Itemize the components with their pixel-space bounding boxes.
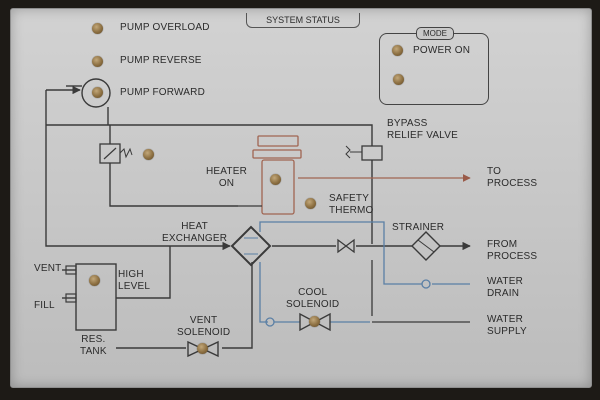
vent-solenoid-indicator bbox=[197, 343, 208, 354]
high-level-label: HIGH LEVEL bbox=[118, 269, 151, 292]
bypass-relief-valve-symbol bbox=[345, 145, 383, 161]
heater-on-label: HEATER ON bbox=[206, 166, 248, 189]
heat-exchanger-symbol bbox=[230, 225, 272, 267]
reservoir-tank-symbol bbox=[65, 263, 117, 331]
vent-label: VENT bbox=[34, 263, 62, 274]
mode-indicator-2 bbox=[393, 74, 404, 85]
vent-solenoid-valve-symbol bbox=[187, 340, 219, 358]
mode-title: MODE bbox=[416, 27, 454, 40]
control-panel bbox=[10, 8, 592, 388]
high-level-indicator bbox=[89, 275, 100, 286]
water-supply-label: WATER SUPPLY bbox=[487, 314, 527, 337]
cool-solenoid-label: COOL SOLENOID bbox=[286, 287, 340, 310]
water-piping bbox=[259, 221, 470, 323]
pump-overload-indicator bbox=[92, 23, 103, 34]
pump-symbol bbox=[66, 78, 111, 108]
pressure-switch bbox=[99, 143, 133, 164]
vent-solenoid-label: VENT SOLENOID bbox=[177, 315, 231, 338]
mode-box bbox=[379, 33, 489, 105]
pump-forward-indicator bbox=[92, 87, 103, 98]
pump-overload-label: PUMP OVERLOAD bbox=[120, 22, 210, 33]
strainer-label: STRAINER bbox=[392, 222, 445, 233]
heater-piping bbox=[238, 135, 471, 215]
power-on-label: POWER ON bbox=[413, 45, 471, 56]
from-process-label: FROM PROCESS bbox=[487, 239, 538, 262]
pump-reverse-label: PUMP REVERSE bbox=[120, 55, 202, 66]
cool-solenoid-indicator bbox=[309, 316, 320, 327]
water-drain-label: WATER DRAIN bbox=[487, 276, 523, 299]
pump-reverse-indicator bbox=[92, 56, 103, 67]
main-piping bbox=[45, 85, 471, 349]
pressure-switch-indicator bbox=[143, 149, 154, 160]
res-tank-label: RES. TANK bbox=[80, 334, 107, 357]
pump-forward-label: PUMP FORWARD bbox=[120, 87, 205, 98]
bypass-relief-valve-label: BYPASS RELIEF VALVE bbox=[387, 118, 458, 141]
heater-on-indicator bbox=[270, 174, 281, 185]
safety-thermo-label: SAFETY THERMO bbox=[329, 193, 374, 216]
cool-solenoid-valve-symbol bbox=[265, 279, 431, 332]
heat-exchanger-label: HEAT EXCHANGER bbox=[162, 221, 228, 244]
panel-title: SYSTEM STATUS bbox=[246, 13, 360, 28]
check-valve-symbol bbox=[337, 238, 355, 254]
fill-label: FILL bbox=[34, 300, 55, 311]
to-process-label: TO PROCESS bbox=[487, 166, 538, 189]
strainer-symbol bbox=[411, 231, 441, 261]
power-on-indicator bbox=[392, 45, 403, 56]
safety-thermo-indicator bbox=[305, 198, 316, 209]
